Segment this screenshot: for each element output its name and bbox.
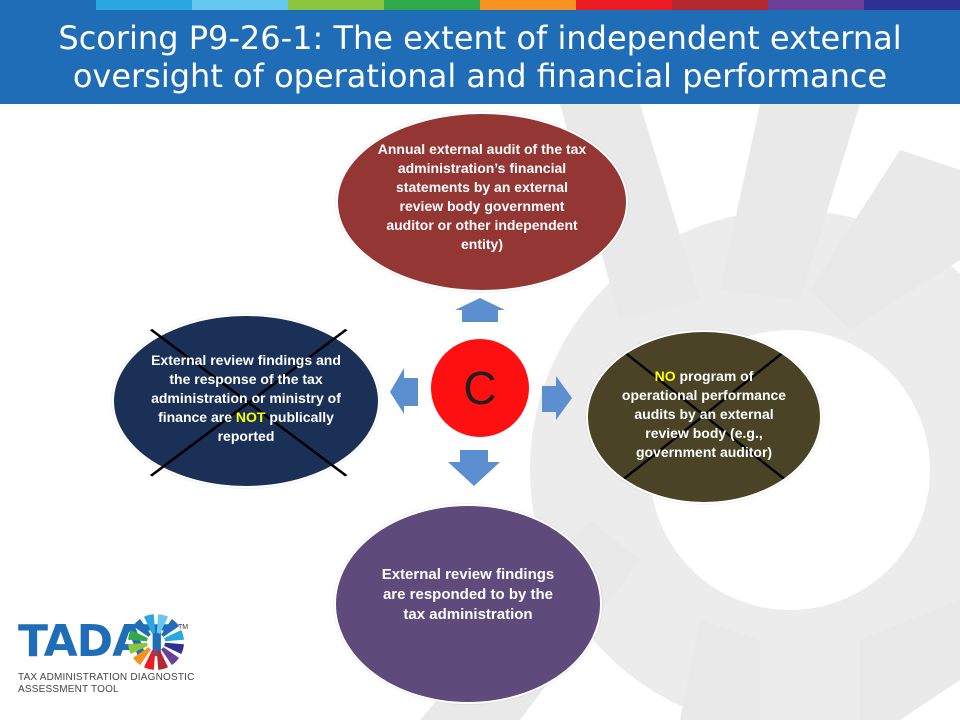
node-findings-publicly-reported: External review findings and the respons… bbox=[112, 314, 380, 488]
node-annual-external-audit: Annual external audit of the tax adminis… bbox=[336, 112, 628, 292]
cross-out-mark bbox=[619, 348, 789, 483]
slide-title: Scoring P9-26-1: The extent of independe… bbox=[0, 10, 960, 95]
node-left-text: External review findings and the respons… bbox=[149, 351, 344, 446]
node-right-text: NO program of operational performance au… bbox=[617, 367, 792, 462]
color-segment bbox=[96, 0, 192, 10]
logo-wheel-segment bbox=[156, 650, 169, 670]
tadat-logo: TADAT TM TAX ADMINISTRATION DIAGNOSTIC A… bbox=[18, 608, 198, 708]
color-segment bbox=[576, 0, 672, 10]
color-segment bbox=[864, 0, 960, 10]
logo-wheel-segment bbox=[164, 629, 184, 642]
logo-wheel-icon bbox=[128, 614, 184, 670]
score-circle: C bbox=[428, 336, 532, 440]
logo-wheel-segment bbox=[143, 614, 156, 634]
logo-subtitle-line-1: TAX ADMINISTRATION DIAGNOSTIC bbox=[18, 672, 195, 683]
node-findings-responded: External review findings are responded t… bbox=[334, 504, 602, 704]
logo-wheel-segment bbox=[132, 618, 151, 637]
logo-subtitle: TAX ADMINISTRATION DIAGNOSTIC ASSESSMENT… bbox=[18, 672, 195, 696]
cross-out-mark bbox=[149, 328, 348, 477]
logo-wheel-segment bbox=[161, 647, 180, 666]
color-segment bbox=[384, 0, 480, 10]
logo-wheel-segment bbox=[128, 642, 148, 655]
color-segment bbox=[480, 0, 576, 10]
node-bottom-text: External review findings are responded t… bbox=[381, 566, 555, 623]
color-segment bbox=[288, 0, 384, 10]
logo-trademark: TM bbox=[178, 624, 189, 631]
score-label: C bbox=[463, 362, 497, 414]
node-left-text-after: publically reported bbox=[217, 408, 334, 444]
title-line-1: Scoring P9-26-1: The extent of independe… bbox=[58, 19, 902, 57]
slide-header: Scoring P9-26-1: The extent of independe… bbox=[0, 10, 960, 104]
logo-wheel-segment bbox=[143, 650, 156, 670]
color-segment bbox=[0, 0, 96, 10]
node-left-text-before: External review findings and the respons… bbox=[151, 351, 341, 425]
top-color-bar bbox=[0, 0, 960, 10]
node-right-highlight: NO bbox=[654, 367, 676, 384]
color-segment bbox=[192, 0, 288, 10]
logo-wordmark: TADAT bbox=[18, 616, 172, 667]
logo-wheel-segment bbox=[161, 618, 180, 637]
logo-subtitle-line-2: ASSESSMENT TOOL bbox=[18, 684, 119, 695]
node-operational-performance-audits: NO program of operational performance au… bbox=[586, 330, 822, 504]
node-right-text-rest: program of operational performance audit… bbox=[621, 367, 787, 460]
node-top-text: Annual external audit of the tax adminis… bbox=[377, 141, 587, 252]
node-left-highlight: NOT bbox=[235, 408, 266, 425]
logo-wheel-segment bbox=[156, 614, 169, 634]
color-segment bbox=[672, 0, 768, 10]
logo-wheel-segment bbox=[132, 647, 151, 666]
logo-wheel-segment bbox=[164, 642, 184, 655]
color-segment bbox=[768, 0, 864, 10]
title-line-2: oversight of operational and financial p… bbox=[72, 57, 888, 95]
logo-wheel-segment bbox=[128, 629, 148, 642]
